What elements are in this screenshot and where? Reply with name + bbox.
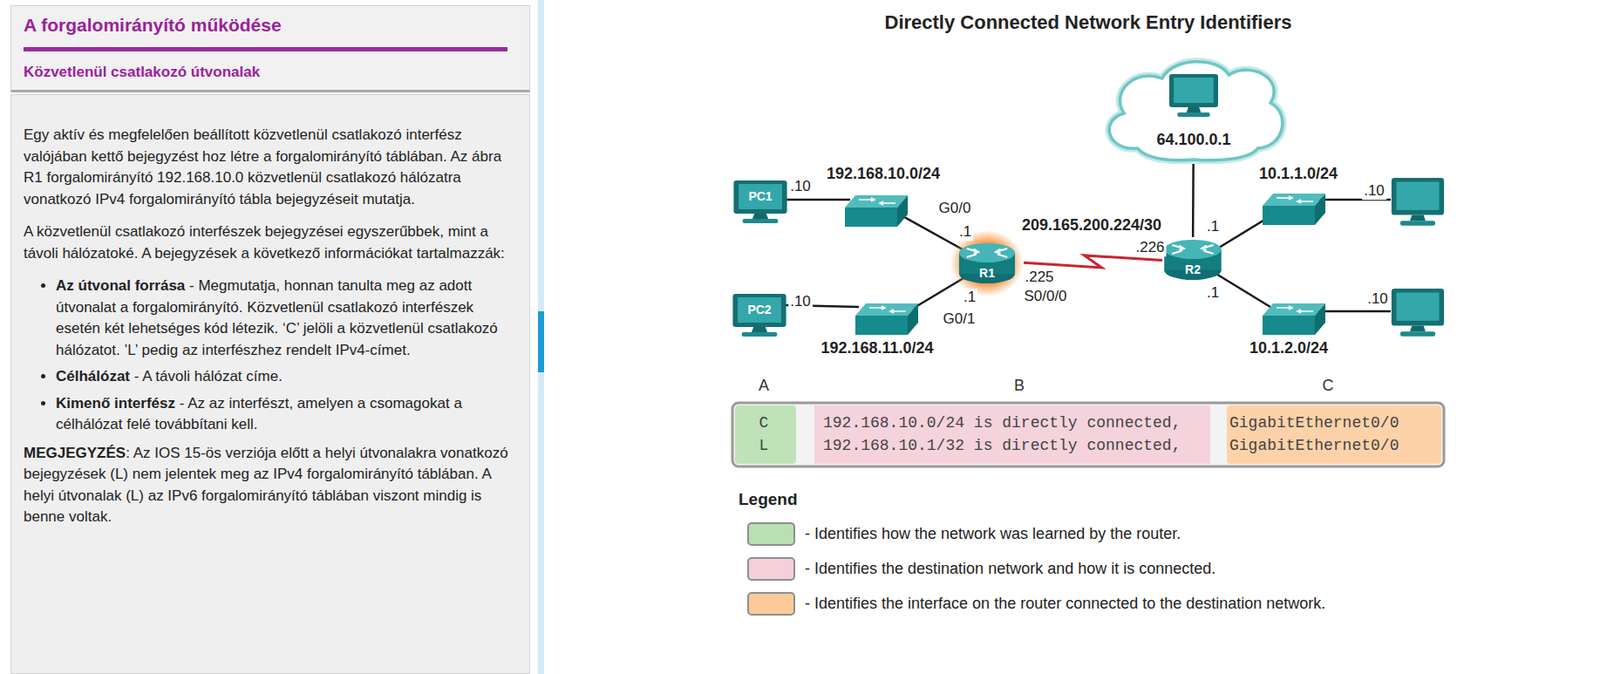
switch-icon: [1262, 303, 1326, 335]
bullet-item: Kimenő interfész- Az az interfészt, amel…: [55, 393, 514, 436]
serial-link: [1023, 255, 1163, 268]
legend-text: - Identifies how the network was learned…: [804, 524, 1181, 544]
host-address: .1: [1205, 217, 1221, 236]
lesson-header-panel: A forgalomirányító működéseKözvetlenül c…: [10, 5, 531, 93]
internet-cloud: 64.100.0.1: [1096, 54, 1291, 164]
legend-text: - Identifies the destination network and…: [804, 559, 1216, 579]
interface-name: G0/0: [937, 199, 974, 218]
diagram-title: Directly Connected Network Entry Identif…: [885, 11, 1293, 35]
monitor-base: [1177, 112, 1210, 117]
body-text: A közvetlenül csatlakozó interfészek bej…: [23, 223, 505, 262]
legend-text: - Identifies the interface on the router…: [804, 594, 1326, 613]
switch-icon: [844, 195, 908, 227]
legend-heading: Legend: [738, 490, 798, 510]
legend-row: - Identifies the interface on the router…: [747, 592, 1326, 616]
interface-name: G0/1: [941, 310, 978, 328]
server-icon: [1169, 74, 1219, 117]
bullet-item: Célhálózat- A távoli hálózat címe.: [55, 366, 514, 389]
paragraph: MEGJEGYZÉS: Az IOS 15-ös verziója előtt …: [23, 442, 514, 529]
scroll-thumb: [537, 311, 545, 373]
route-code: C: [759, 414, 770, 433]
device-name: PC1: [730, 189, 790, 204]
ethernet-wire: [786, 198, 851, 202]
column-letter: B: [1014, 376, 1025, 395]
interface-name: S0/0/0: [1021, 287, 1069, 306]
table-column-a: [735, 405, 797, 464]
network-address: 192.168.11.0/24: [818, 339, 935, 358]
table-frame: [732, 402, 1444, 467]
legend-row: - Identifies the destination network and…: [747, 557, 1216, 581]
paragraph: Egy aktív és megfelelően beállított közv…: [23, 124, 514, 211]
network-address: 10.1.1.0/24: [1257, 164, 1340, 184]
device-name: PC2: [729, 302, 790, 317]
host-address: .1: [1205, 284, 1221, 302]
router-top: [1164, 239, 1221, 259]
legend-swatch: [747, 557, 796, 581]
router-arrows: [966, 248, 1008, 258]
router-arrows: [1171, 245, 1213, 254]
column-letter: A: [758, 376, 770, 395]
paragraph: A közvetlenül csatlakozó interfészek bej…: [23, 221, 514, 265]
body-text: Egy aktív és megfelelően beállított közv…: [23, 126, 502, 208]
pc-icon: PC1: [730, 179, 790, 225]
host-address: .10: [1365, 290, 1390, 308]
route-destination: 192.168.10.0/24 is directly connected,: [823, 414, 1181, 433]
body-text: - A távoli hálózat címe.: [134, 367, 283, 385]
switch-icon: [855, 303, 919, 335]
host-address: .1: [961, 288, 978, 307]
route-interface: GigabitEthernet0/0: [1229, 436, 1399, 456]
host-address: .10: [788, 177, 813, 196]
host-address: .10: [1361, 182, 1387, 200]
host-address: .1: [957, 223, 974, 241]
monitor-base: [742, 332, 778, 337]
bold-term: Kimenő interfész: [55, 394, 176, 412]
bullet-item: Az útvonal forrása- Megmutatja, honnan t…: [55, 275, 514, 361]
pc-icon: [1391, 288, 1444, 337]
host-address: .226: [1133, 238, 1166, 257]
section-heading: Közvetlenül csatlakozó útvonalak: [23, 63, 508, 82]
bold-term: MEGJEGYZÉS: [23, 444, 126, 462]
ethernet-link: [1191, 163, 1195, 238]
route-code: L: [759, 436, 770, 456]
router-icon: R2: [1162, 237, 1224, 283]
route-destination: 192.168.10.1/32 is directly connected,: [823, 436, 1181, 456]
monitor-base: [742, 218, 779, 224]
switch-icon: [1262, 193, 1326, 225]
pc-icon: [1391, 177, 1444, 226]
bold-term: Célhálózat: [55, 367, 130, 385]
legend-swatch: [747, 522, 796, 546]
table-column-b: [814, 405, 1211, 464]
network-address: 10.1.2.0/24: [1247, 339, 1330, 358]
monitor-frame: [1169, 74, 1219, 108]
monitor-neck: [751, 326, 768, 333]
monitor-screen: [1173, 77, 1214, 103]
router-top: [959, 243, 1015, 263]
lesson-heading: A forgalomirányító működése: [23, 14, 508, 52]
column-letter: C: [1322, 376, 1335, 395]
monitor-neck: [752, 213, 769, 219]
device-name: R1: [950, 265, 1024, 280]
legend-swatch: [747, 592, 796, 616]
host-address: .225: [1022, 268, 1056, 286]
legend-row: - Identifies how the network was learned…: [747, 522, 1181, 546]
monitor-neck: [1186, 107, 1202, 113]
bullet-list: Az útvonal forrása- Megmutatja, honnan t…: [23, 275, 514, 436]
table-column-c: [1226, 405, 1442, 464]
device-name: R2: [1162, 262, 1224, 277]
route-interface: GigabitEthernet0/0: [1229, 414, 1399, 433]
network-address: 192.168.10.0/24: [824, 164, 942, 184]
bold-term: Az útvonal forrása: [55, 277, 185, 294]
network-address: 209.165.200.224/30: [1020, 216, 1164, 235]
lesson-text-panel: Egy aktív és megfelelően beállított közv…: [10, 94, 531, 674]
pc-icon: PC2: [729, 292, 790, 339]
host-address: .10: [788, 292, 813, 311]
ip-address: 64.100.0.1: [1096, 130, 1291, 150]
